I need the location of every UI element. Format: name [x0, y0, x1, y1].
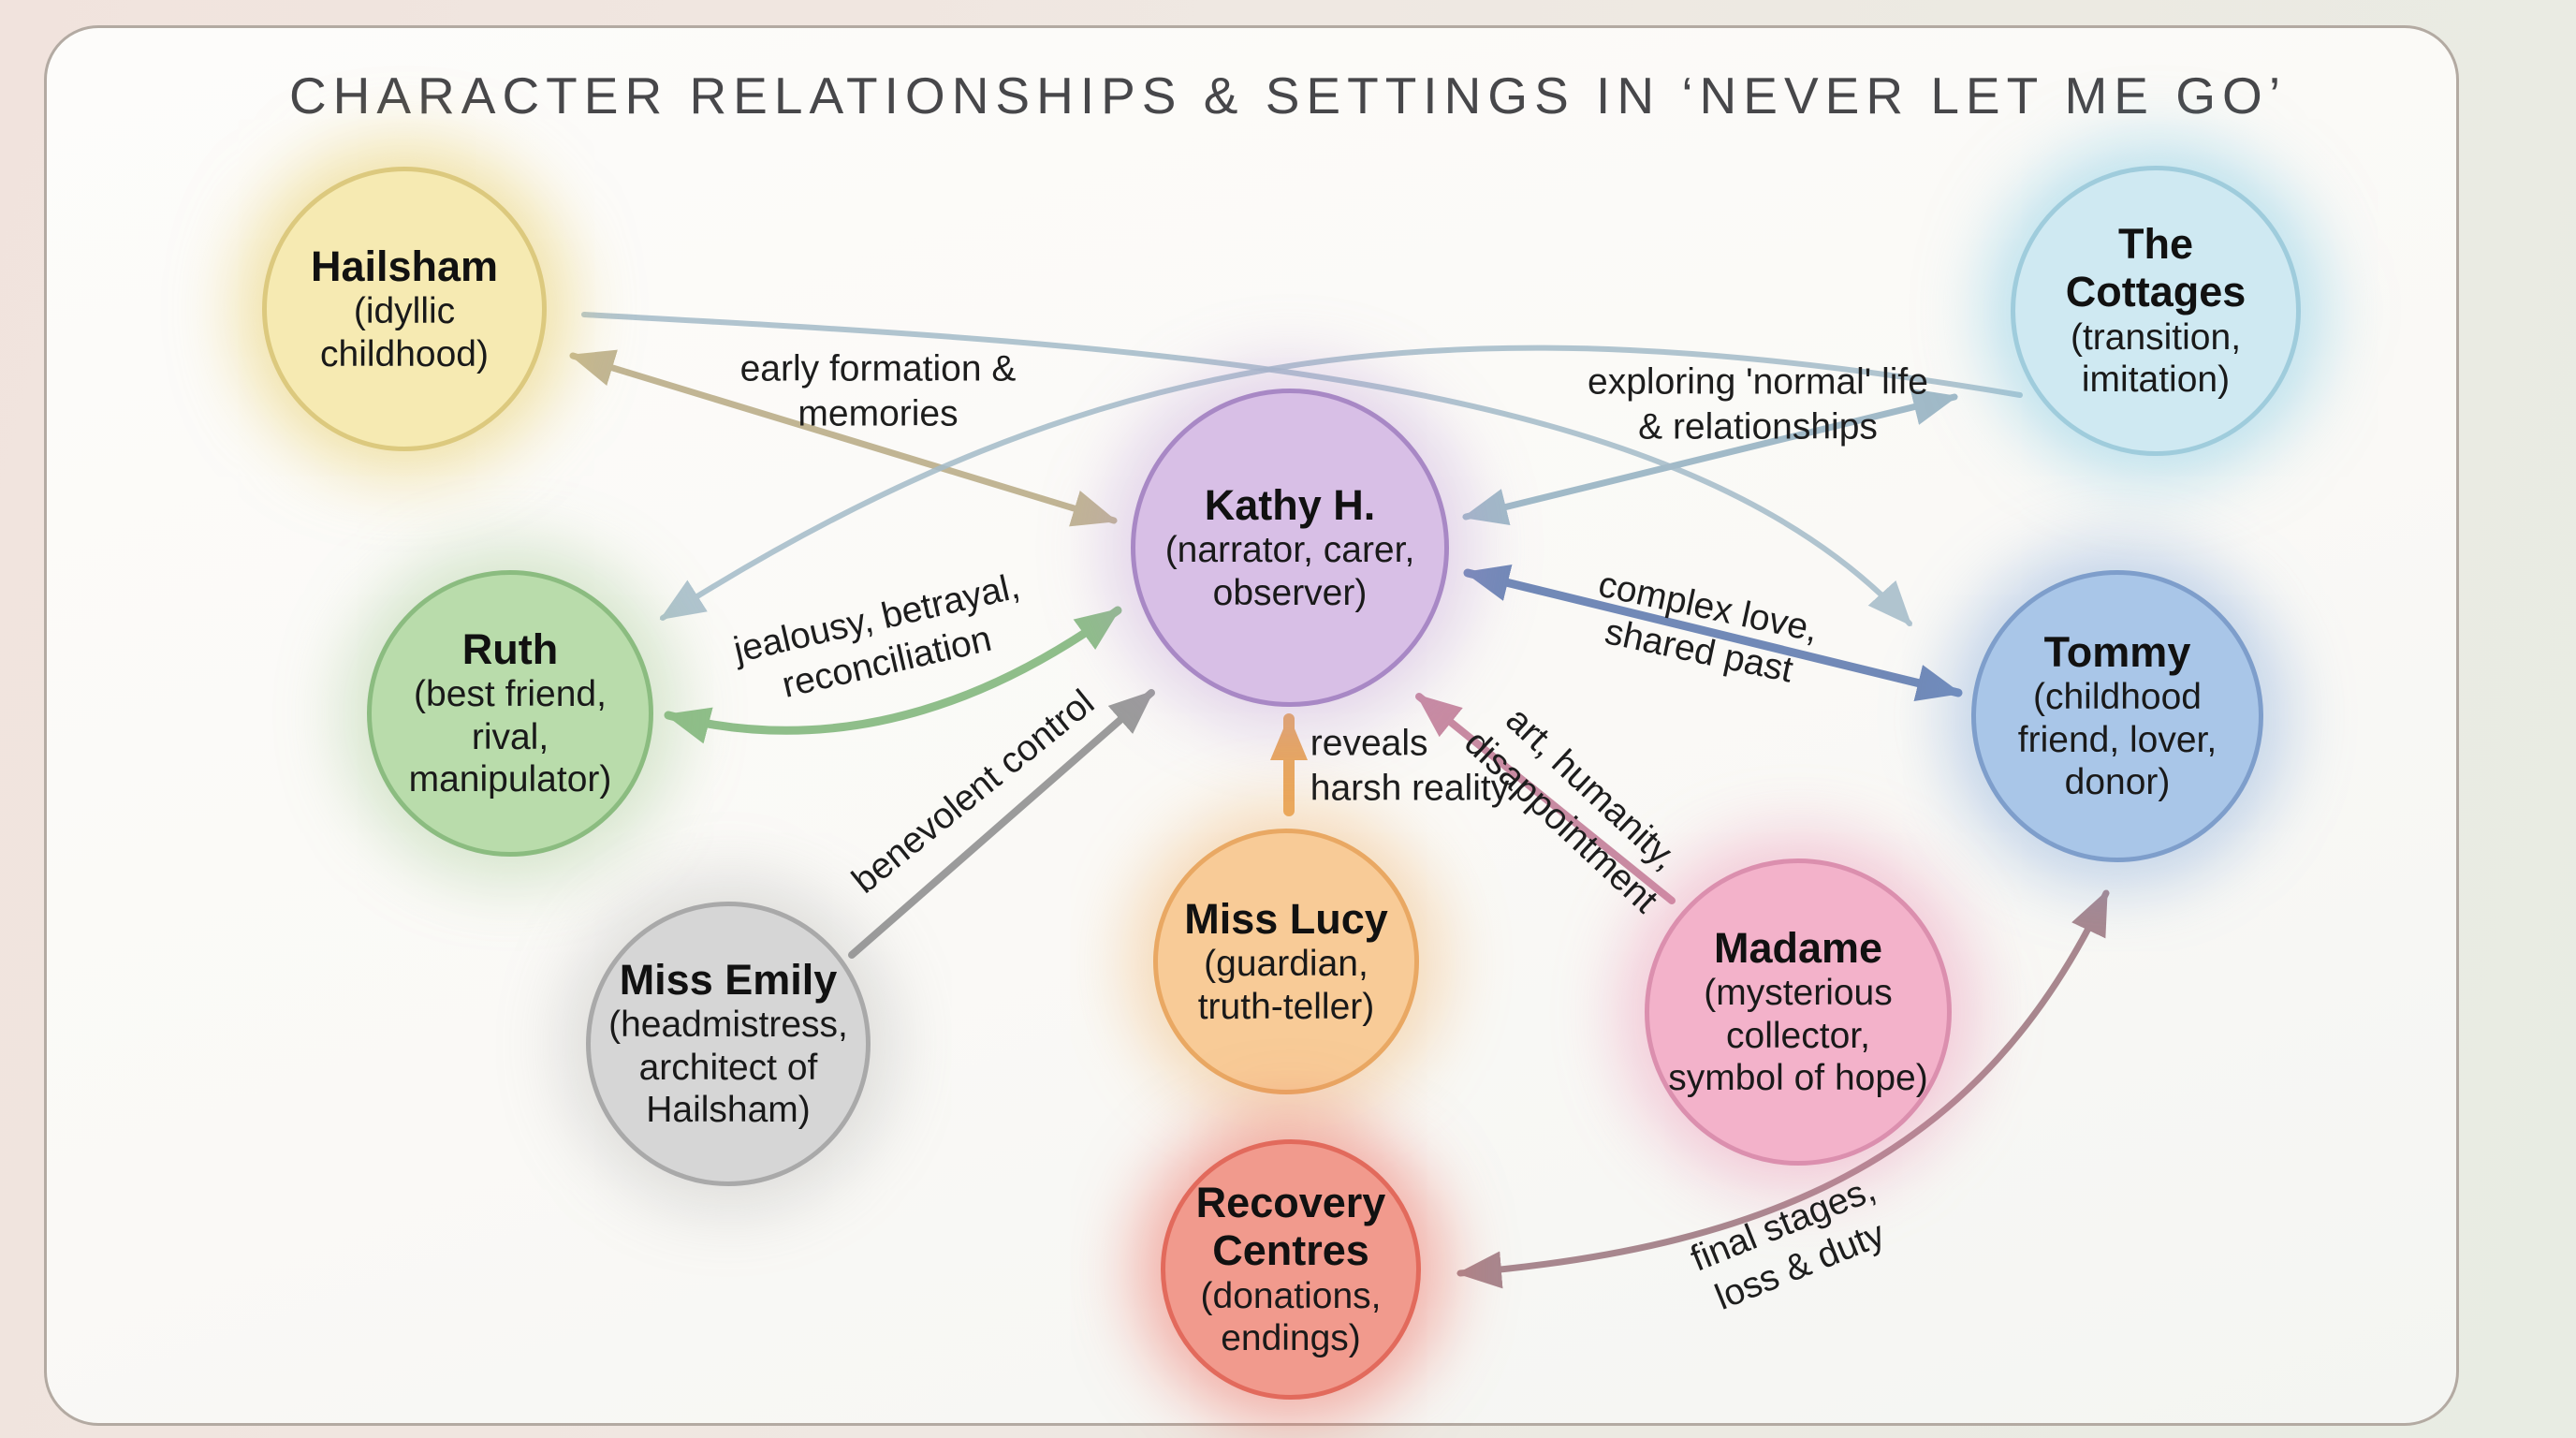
edge-label-early-formation: early formation & memories: [739, 348, 1017, 433]
node-tommy-name: Tommy: [2043, 627, 2191, 676]
edge-kathy-cottages: [1462, 389, 1958, 525]
node-the-cottages-name: The Cottages: [2065, 220, 2247, 316]
edge-hailsham-tommy: [581, 312, 1912, 626]
node-ruth: Ruth (best friend, rival, manipulator): [367, 570, 653, 857]
edge-hailsham-kathy: [569, 349, 1118, 527]
node-hailsham: Hailsham (idyllic childhood): [262, 167, 547, 451]
node-recovery-centres-role: (donations, endings): [1200, 1275, 1382, 1359]
edge-label-reveals-harsh-reality: reveals harsh reality: [1310, 723, 1510, 808]
node-madame-role: (mysterious collector, symbol of hope): [1668, 973, 1928, 1099]
edge-madame-kathy: [1415, 693, 1676, 904]
node-ruth-role: (best friend, rival, manipulator): [408, 674, 612, 800]
node-madame-name: Madame: [1713, 923, 1883, 972]
edge-cottages-ruth: [659, 345, 2023, 621]
node-the-cottages: The Cottages (transition, imitation): [2011, 166, 2301, 456]
node-hailsham-name: Hailsham: [310, 242, 499, 290]
node-miss-lucy-role: (guardian, truth-teller): [1197, 944, 1375, 1027]
node-tommy-role: (childhood friend, lover, donor): [2017, 677, 2217, 803]
node-kathy-h: Kathy H. (narrator, carer, observer): [1131, 389, 1449, 707]
node-miss-emily-name: Miss Emily: [619, 955, 838, 1004]
diagram-title: CHARACTER RELATIONSHIPS & SETTINGS IN ‘N…: [288, 66, 2288, 125]
node-miss-lucy: Miss Lucy (guardian, truth-teller): [1153, 829, 1419, 1094]
node-recovery-centres: Recovery Centres (donations, endings): [1161, 1139, 1421, 1400]
edge-tommy-recovery: [1456, 889, 2110, 1289]
edge-ruth-kathy: [664, 606, 1122, 744]
node-hailsham-role: (idyllic childhood): [320, 291, 489, 374]
node-tommy: Tommy (childhood friend, lover, donor): [1971, 570, 2263, 862]
node-kathy-h-name: Kathy H.: [1204, 480, 1376, 529]
node-miss-emily-role: (headmistress, architect of Hailsham): [608, 1005, 848, 1131]
node-kathy-h-role: (narrator, carer, observer): [1164, 530, 1415, 613]
node-ruth-name: Ruth: [461, 624, 559, 673]
edge-kathy-tommy: [1463, 565, 1963, 701]
edge-label-exploring-normal-life: exploring 'normal' life & relationships: [1588, 361, 1928, 447]
edge-emily-kathy: [848, 689, 1155, 959]
node-the-cottages-role: (transition, imitation): [2070, 316, 2242, 401]
node-miss-emily: Miss Emily (headmistress, architect of H…: [586, 902, 871, 1186]
node-madame: Madame (mysterious collector, symbol of …: [1645, 858, 1952, 1166]
node-recovery-centres-name: Recovery Centres: [1195, 1179, 1386, 1275]
node-miss-lucy-name: Miss Lucy: [1184, 894, 1388, 943]
